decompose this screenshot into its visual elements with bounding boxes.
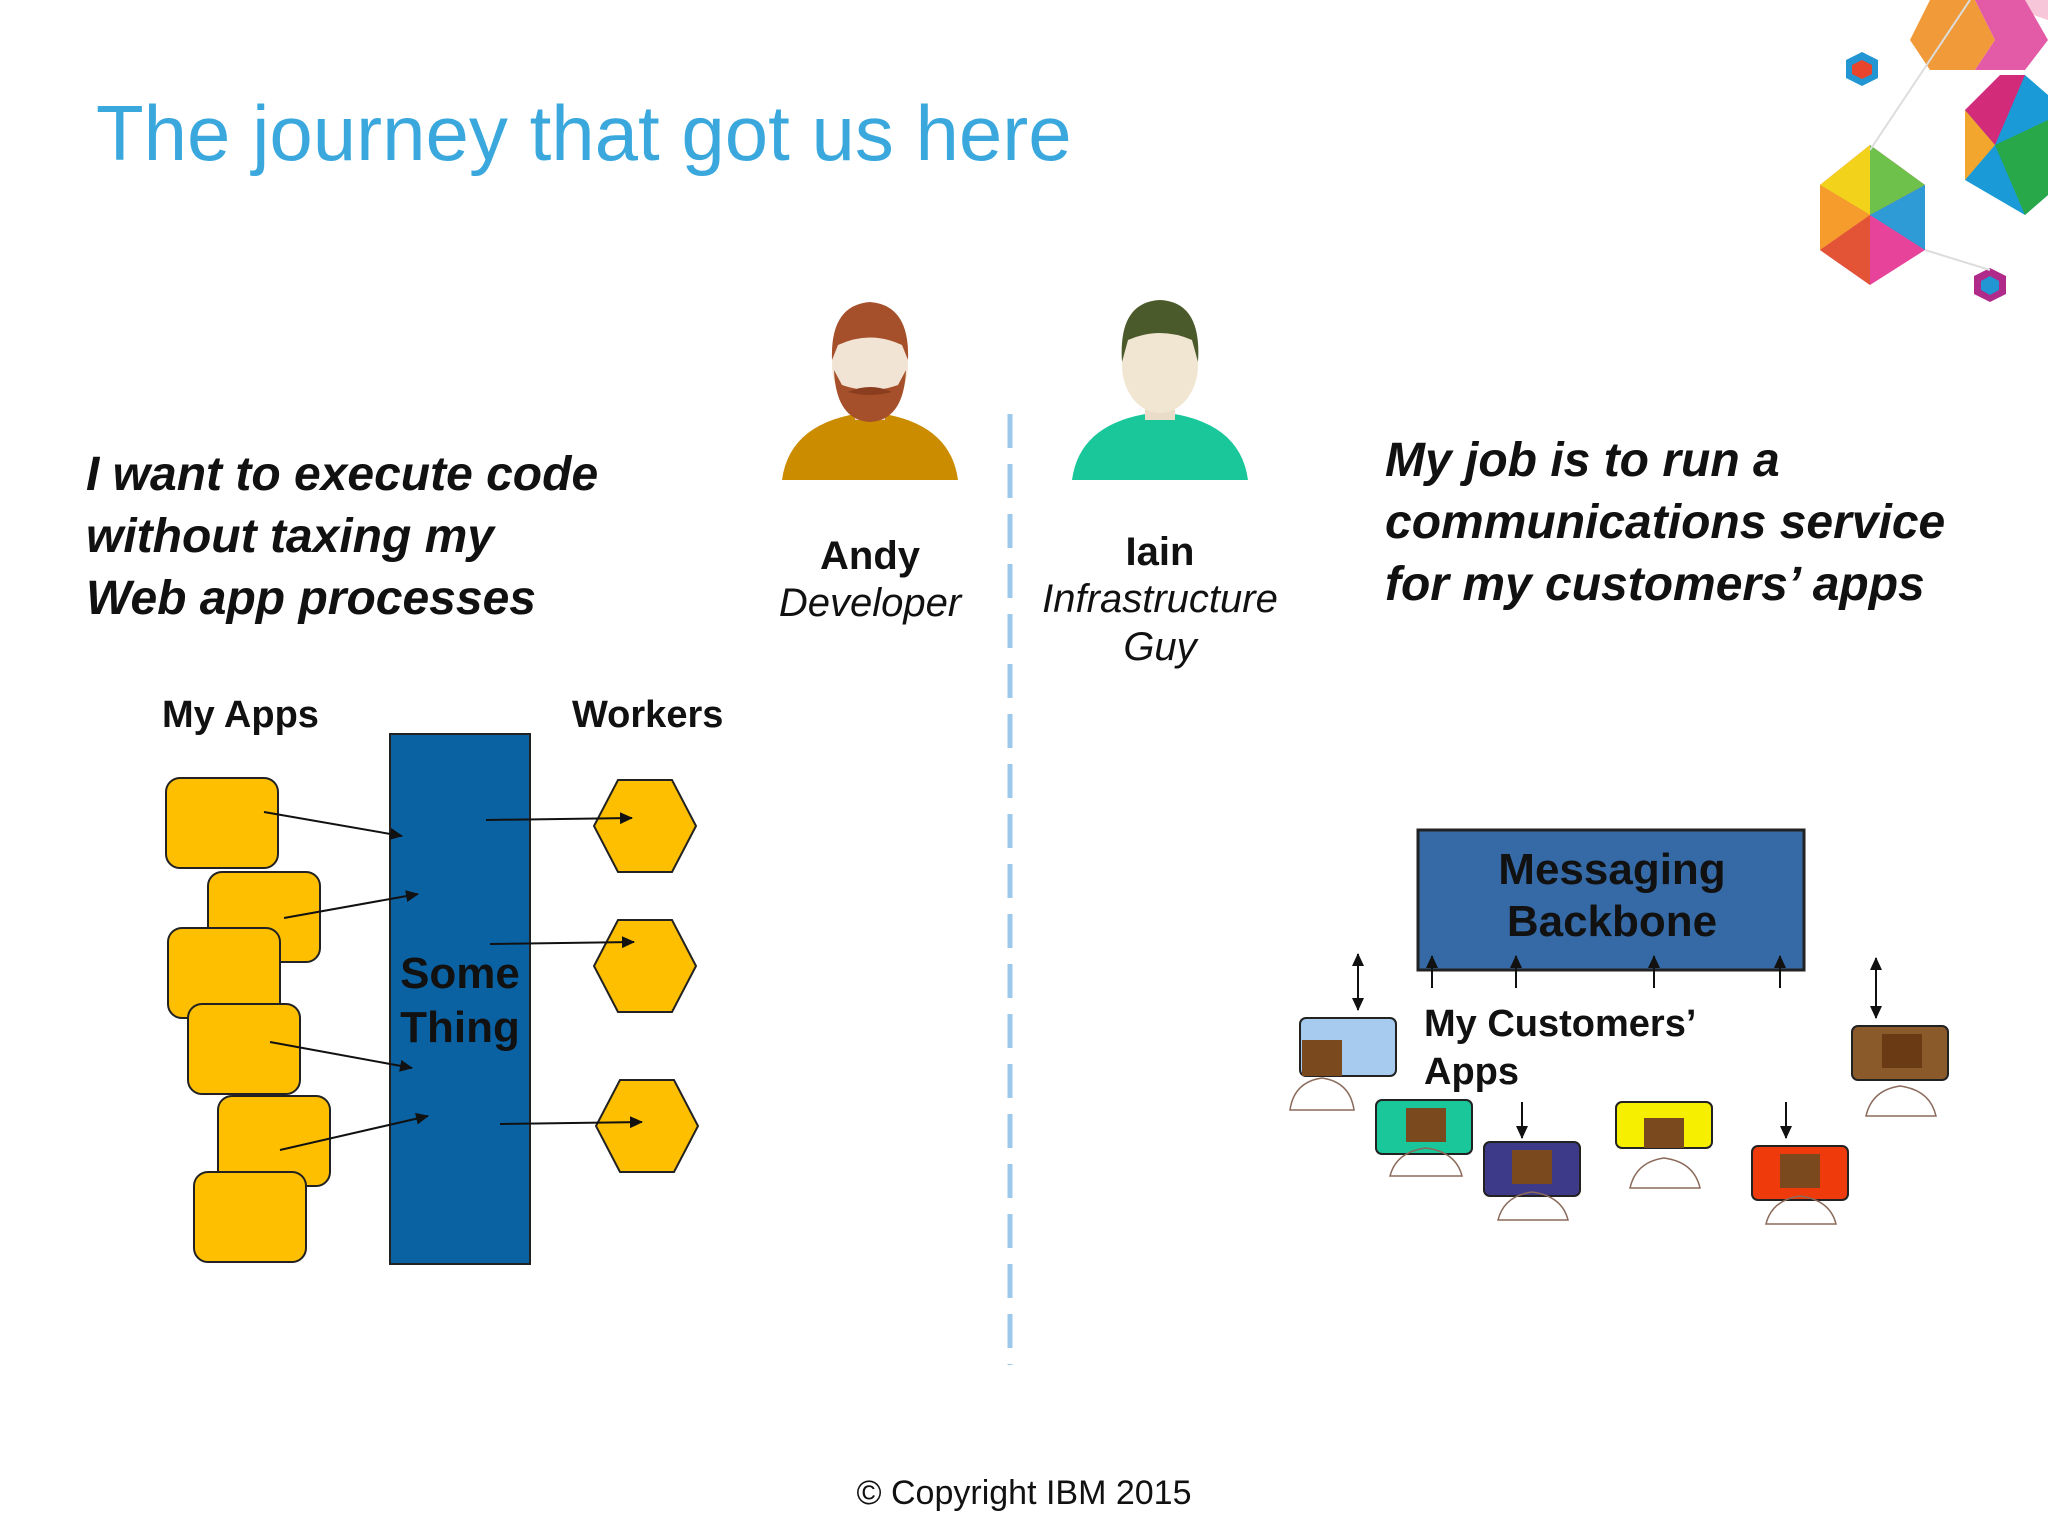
flow-arrow — [283, 890, 419, 919]
customer-app — [1375, 1099, 1473, 1177]
hexagon-pink — [1975, 0, 2048, 70]
app-box — [165, 777, 279, 869]
persona-name: Andy — [820, 534, 920, 578]
customer-app — [1615, 1101, 1713, 1189]
persona-role-line: Infrastructure — [1042, 577, 1278, 621]
my-apps-label: My Apps — [162, 694, 319, 736]
flow-arrow — [489, 936, 635, 949]
some-thing-box — [389, 733, 531, 1265]
flow-arrow — [269, 1041, 413, 1072]
infrastructure-persona: Iain Infrastructure Guy — [1015, 530, 1305, 671]
quote-line: without taxing my — [86, 510, 494, 563]
developer-persona: Andy Developer — [770, 534, 970, 627]
slide-title: The journey that got us here — [96, 89, 1072, 177]
dashed-divider — [1007, 414, 1013, 1365]
copyright-footer: © Copyright IBM 2015 — [856, 1474, 1192, 1512]
customers-apps-label: My Customers’ — [1424, 1003, 1696, 1045]
worker-hexagon — [594, 1079, 700, 1173]
quote-line: I want to execute code — [86, 448, 599, 501]
flow-arrow — [499, 1116, 643, 1129]
developer-avatar-icon — [782, 302, 958, 480]
decorative-hexagon-logo-icon — [1820, 0, 2048, 302]
quote-line: communications service — [1385, 496, 1946, 549]
hexagon-orange — [1910, 0, 1995, 70]
flow-arrow — [279, 1112, 429, 1151]
workers-label: Workers — [572, 694, 724, 736]
worker-hexagon — [592, 779, 698, 873]
worker-hexagon — [592, 919, 698, 1013]
developer-quote: I want to execute code without taxing my… — [86, 444, 598, 630]
app-box — [187, 1003, 301, 1095]
flow-arrow — [485, 812, 633, 825]
backbone-label: Backbone — [1507, 897, 1717, 946]
backbone-label: Messaging — [1498, 845, 1725, 894]
persona-name: Iain — [1125, 530, 1195, 574]
apps-workers-diagram: Some Thing — [165, 733, 700, 1265]
infrastructure-avatar-icon — [1072, 300, 1248, 480]
customer-app — [1751, 1145, 1849, 1225]
some-thing-label: Thing — [400, 1003, 520, 1052]
quote-line: Web app processes — [86, 572, 536, 625]
quote-line: for my customers’ apps — [1385, 558, 1925, 611]
customer-app — [1851, 1025, 1949, 1117]
quote-line: My job is to run a — [1385, 434, 1780, 487]
flow-arrow — [263, 811, 403, 840]
infrastructure-quote: My job is to run a communications servic… — [1385, 430, 1945, 616]
customers-apps-label: Apps — [1424, 1051, 1519, 1093]
customer-app — [1483, 1141, 1581, 1221]
messaging-backbone-diagram: Messaging Backbone My Customers’ Apps — [1289, 828, 1949, 1225]
some-thing-label: Some — [400, 949, 520, 998]
persona-role-line: Guy — [1123, 625, 1197, 669]
app-box — [193, 1171, 307, 1263]
messaging-backbone-box — [1416, 828, 1806, 972]
persona-role: Developer — [778, 581, 962, 625]
customer-app — [1289, 1017, 1397, 1111]
